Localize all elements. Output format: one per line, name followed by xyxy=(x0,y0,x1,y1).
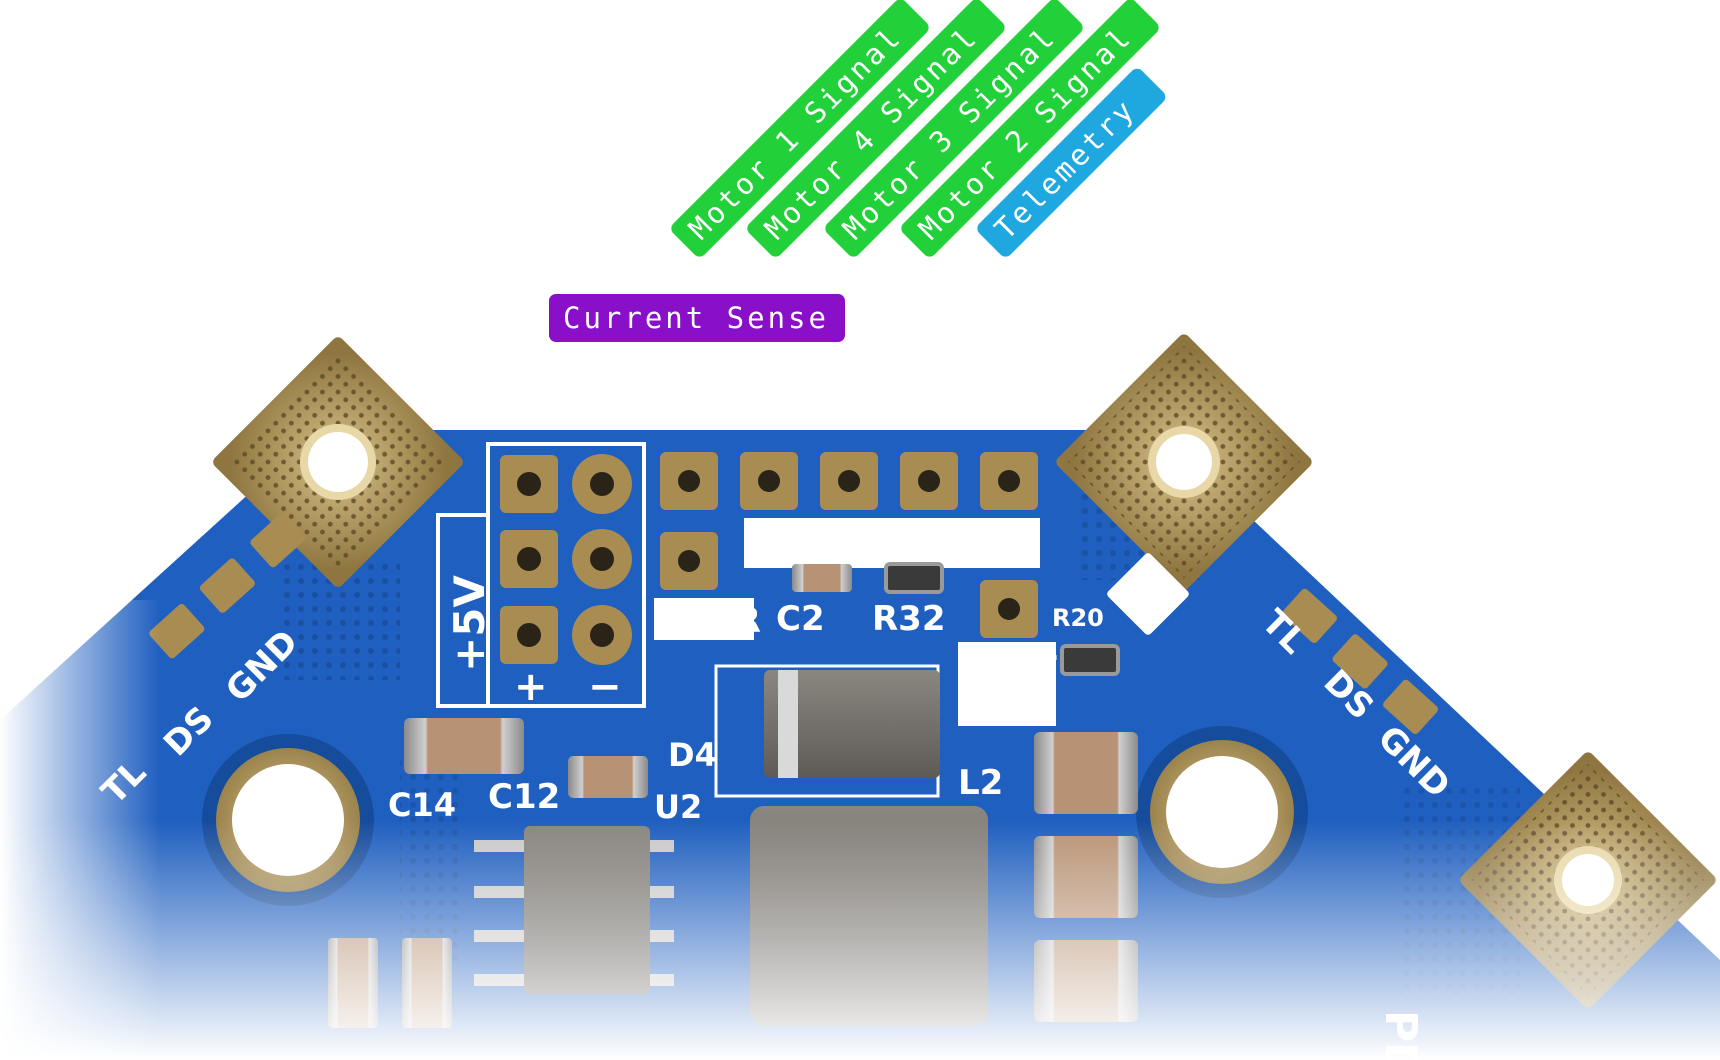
header-outline-left xyxy=(436,513,488,708)
silk-5v: +5V xyxy=(445,575,494,672)
header-pads-minus xyxy=(572,454,632,665)
cap-c2 xyxy=(792,564,852,592)
fade-left xyxy=(0,600,160,1060)
diode-d4 xyxy=(764,670,940,778)
silk-d1: D1 xyxy=(748,523,806,567)
res-r20 xyxy=(1060,644,1120,676)
silk-r32: R32 xyxy=(872,599,946,639)
silk-d3: D3 xyxy=(868,523,926,567)
silk-curr: CURR xyxy=(656,601,761,641)
silk-c2: C2 xyxy=(776,599,825,639)
batt-box xyxy=(958,642,1056,726)
silk-batt: BATT xyxy=(960,649,1058,689)
signal-pads xyxy=(660,452,1038,638)
label-current-sense: Current Sense xyxy=(549,294,845,342)
label-current-sense-text: Current Sense xyxy=(563,301,829,335)
side-pads-left xyxy=(149,513,306,659)
silk-r20: R20 xyxy=(1052,604,1104,632)
silk-d4: D4 xyxy=(808,523,866,567)
silk-minus: − xyxy=(588,664,622,710)
plus-marker xyxy=(1107,553,1189,635)
res-r32 xyxy=(884,562,944,594)
silk-mon: MON xyxy=(960,689,1051,729)
header-pads-plus xyxy=(500,455,558,664)
silk-l2: L2 xyxy=(958,763,1003,803)
cap-c14 xyxy=(404,718,524,774)
diode-d4-band xyxy=(778,670,798,778)
silk-d2: D2 xyxy=(928,523,986,567)
silk-tl: TL xyxy=(988,523,1038,567)
cap-c12 xyxy=(568,756,648,798)
curr-box xyxy=(654,598,754,640)
mount-pad-top-right xyxy=(1056,334,1312,590)
silk-c12: C12 xyxy=(488,777,560,817)
fade-bottom xyxy=(0,820,1720,1060)
header-outline xyxy=(486,442,646,708)
cap-right-1 xyxy=(1034,732,1138,814)
silk-c14: C14 xyxy=(388,786,456,824)
silk-plus: + xyxy=(514,664,548,710)
silk-u2: U2 xyxy=(654,788,702,826)
silk-pos-marker: + xyxy=(1134,572,1168,618)
silk-d4-comp: D4 xyxy=(668,736,717,774)
side-pads-right xyxy=(1282,588,1439,734)
dlabel-box xyxy=(744,518,1040,568)
